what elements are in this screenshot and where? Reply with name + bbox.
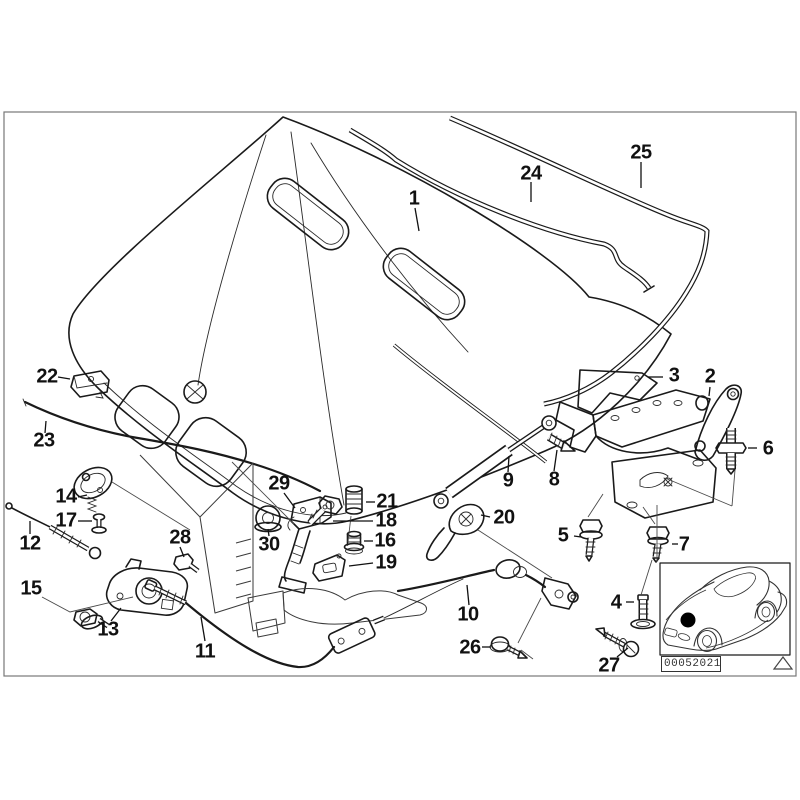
hood-seal-24 xyxy=(348,127,655,293)
latch-13 xyxy=(105,558,189,616)
plate-19 xyxy=(312,553,346,582)
part-label-7[interactable]: 7 xyxy=(678,533,690,556)
hood-vent-right xyxy=(382,247,466,321)
lock-cylinder-14 xyxy=(73,466,113,513)
warning-triangle-icon xyxy=(772,656,794,670)
bolt-5 xyxy=(579,519,603,562)
part-label-15[interactable]: 15 xyxy=(20,577,42,600)
part-label-30[interactable]: 30 xyxy=(258,533,280,556)
nut-30 xyxy=(254,505,282,533)
part-label-16[interactable]: 16 xyxy=(374,529,396,552)
part-label-19[interactable]: 19 xyxy=(375,551,397,574)
part-label-13[interactable]: 13 xyxy=(97,618,119,641)
part-label-17[interactable]: 17 xyxy=(55,509,77,532)
part-label-14[interactable]: 14 xyxy=(55,485,77,508)
part-label-22[interactable]: 22 xyxy=(36,365,58,388)
diagram-id: 00052021 xyxy=(661,656,721,672)
part-label-6[interactable]: 6 xyxy=(762,437,774,460)
part-label-20[interactable]: 20 xyxy=(493,506,515,529)
bolt-7 xyxy=(646,526,670,563)
part-label-8[interactable]: 8 xyxy=(548,468,560,491)
release-handle xyxy=(425,503,485,561)
stud-bolt-6 xyxy=(715,428,747,475)
hood-seal-25 xyxy=(449,115,710,407)
leader-lines xyxy=(29,162,757,658)
screw-26 xyxy=(489,636,528,659)
hinge-assembly xyxy=(555,369,743,519)
hood-panel xyxy=(68,116,672,525)
part-label-3[interactable]: 3 xyxy=(668,364,680,387)
part-label-18[interactable]: 18 xyxy=(375,509,397,532)
part-label-25[interactable]: 25 xyxy=(630,141,652,164)
part-label-24[interactable]: 24 xyxy=(520,162,542,185)
part-label-23[interactable]: 23 xyxy=(33,429,55,452)
rod-23 xyxy=(22,398,322,493)
radiator-support xyxy=(139,454,427,638)
part-label-4[interactable]: 4 xyxy=(610,591,622,614)
part-label-2[interactable]: 2 xyxy=(704,365,716,388)
bowden-cable-front xyxy=(396,559,579,610)
part-label-10[interactable]: 10 xyxy=(457,603,479,626)
buffer-21 xyxy=(345,485,363,515)
part-label-9[interactable]: 9 xyxy=(502,469,514,492)
roundel-emblem xyxy=(183,380,207,404)
part-label-11[interactable]: 11 xyxy=(194,640,216,663)
bolt-4 xyxy=(630,594,656,630)
screw-29 xyxy=(307,495,343,526)
part-label-5[interactable]: 5 xyxy=(557,524,569,547)
bolt-15 xyxy=(73,608,110,630)
part-label-1[interactable]: 1 xyxy=(408,187,420,210)
buffer-block-22 xyxy=(70,370,110,399)
screw-17 xyxy=(91,513,107,534)
hotspot-dot xyxy=(680,612,696,628)
strut-pin xyxy=(546,432,576,452)
part-label-26[interactable]: 26 xyxy=(459,636,481,659)
rod-12 xyxy=(5,502,102,560)
cowl-edge xyxy=(392,343,548,464)
kidney-grille-right xyxy=(174,416,248,488)
part-label-27[interactable]: 27 xyxy=(598,654,620,677)
construction-lines xyxy=(41,461,736,660)
part-label-28[interactable]: 28 xyxy=(169,526,191,549)
grommet-16 xyxy=(343,530,365,555)
car-inset-thumbnail[interactable] xyxy=(659,562,791,656)
part-label-12[interactable]: 12 xyxy=(19,532,41,555)
part-label-21[interactable]: 21 xyxy=(376,490,398,513)
diagram-frame xyxy=(3,111,797,677)
bolt-28 xyxy=(173,553,200,573)
bowden-cable-rear xyxy=(144,578,464,669)
gas-strut xyxy=(433,415,557,509)
hood-vent-left xyxy=(266,177,350,251)
screw-27 xyxy=(595,627,640,658)
part-label-29[interactable]: 29 xyxy=(268,472,290,495)
